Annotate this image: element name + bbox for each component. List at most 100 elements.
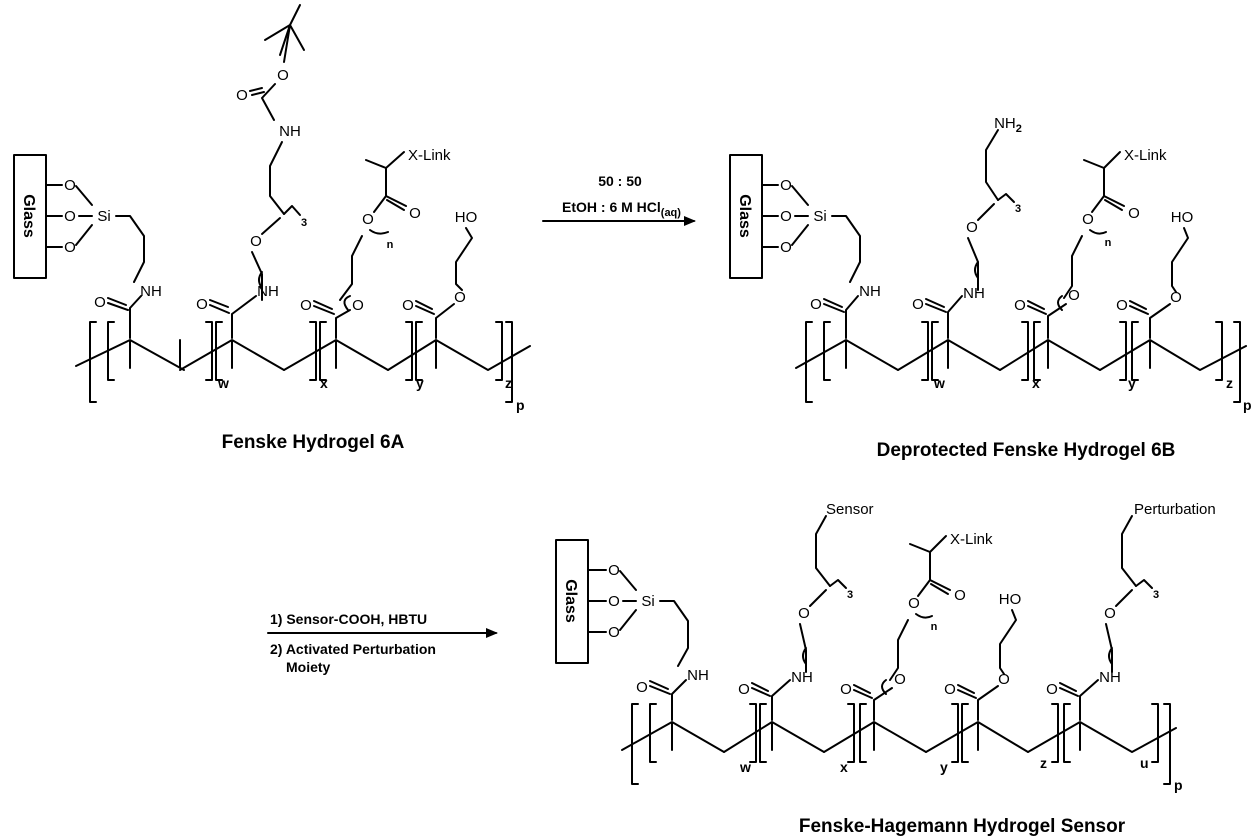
index-w: w (739, 759, 751, 775)
si-oxygen-2: O (780, 208, 792, 225)
bracket-z-right (495, 321, 503, 381)
outer-bracket-left (805, 321, 813, 403)
repeat-paren-n (915, 613, 933, 619)
aminoethyl-chain (985, 129, 999, 201)
glass-label: Glass (562, 579, 579, 623)
ethoxy-chain-upper (269, 141, 285, 215)
index-z: z (505, 375, 512, 391)
amide-2-carbonyl (209, 295, 257, 339)
xlink-branch (365, 151, 405, 197)
silicon-atom: Si (97, 208, 110, 225)
solvent-aq-subscript: (aq) (661, 207, 682, 219)
backbone-segment-y (283, 339, 389, 371)
amide-1-oxygen: O (94, 294, 106, 311)
siloxane-bonds (587, 569, 637, 633)
peg-ester-carbonyl (313, 300, 351, 339)
propyl-linker (659, 600, 689, 667)
glass-label: Glass (20, 194, 37, 238)
bracket-x-left (931, 321, 939, 381)
index-y: y (416, 375, 424, 391)
xlink-ester-oxygen: O (1082, 211, 1094, 228)
peg-carbonyl-oxygen: O (300, 297, 312, 314)
bracket-w-left (107, 321, 115, 381)
si-oxygen-1: O (608, 562, 620, 579)
bracket-u-left (1063, 703, 1071, 763)
peg-chain (339, 235, 363, 301)
hema-ester-oxygen: O (998, 671, 1010, 688)
si-oxygen-3: O (780, 239, 792, 256)
amide-2-oxygen: O (912, 296, 924, 313)
repeat-paren-ether (974, 261, 979, 279)
si-oxygen-1: O (780, 177, 792, 194)
amide-3-oxygen: O (1046, 681, 1058, 698)
bracket-z-left (1131, 321, 1139, 381)
bracket-z-left (415, 321, 423, 381)
hema-ester-carbonyl (957, 684, 999, 721)
amide-1-oxygen: O (636, 679, 648, 696)
sensor-chain (815, 515, 831, 587)
molecule-hydrogel-sensor: Glass O O O Si NH O Sensor 3 O NH O X-Li… (555, 501, 1216, 837)
bracket-z-right (1051, 703, 1059, 763)
repeat-paren-sensor (802, 647, 807, 665)
hydroxyethyl-chain (999, 609, 1017, 675)
perturbation-chain (1121, 515, 1137, 587)
title-hydrogel-6a: Fenske Hydrogel 6A (222, 432, 405, 453)
index-y: y (940, 759, 948, 775)
outer-bracket-left (89, 321, 97, 403)
repeat-index-n: n (387, 239, 394, 251)
amide-3-carbonyl (1059, 679, 1099, 721)
tbu-o-bond (283, 24, 291, 63)
backbone-segment-z (925, 721, 1029, 753)
bracket-y-left (859, 703, 867, 763)
xlink-carbonyl-oxygen: O (1128, 205, 1140, 222)
reaction-2-step-2-cont: Moiety (286, 659, 331, 675)
repeat-paren-perturbation (1108, 647, 1113, 665)
peg-ester-oxygen: O (352, 297, 364, 314)
bracket-w-right (749, 703, 757, 763)
amine-nh: NH (994, 115, 1016, 132)
title-hydrogel-6b: Deprotected Fenske Hydrogel 6B (877, 440, 1176, 461)
repeat-paren-peg (343, 295, 351, 311)
bracket-z-left (961, 703, 969, 763)
index-z: z (1226, 375, 1233, 391)
silicon-atom: Si (641, 593, 654, 610)
reaction-2-step-2: 2) Activated Perturbation (270, 641, 436, 657)
boc-carbonyl-oxygen: O (236, 87, 248, 104)
amide-2-oxygen: O (196, 296, 208, 313)
bracket-w-right (205, 321, 213, 381)
hydroxyl-ho: HO (999, 591, 1022, 608)
index-p: p (1243, 397, 1252, 413)
amide-1-carbonyl (107, 295, 142, 339)
bracket-y-right (951, 703, 959, 763)
peg-chain (889, 619, 909, 681)
xlink-ester-carbonyl (1091, 195, 1125, 213)
repeat-index-3: 3 (1015, 203, 1021, 215)
hydroxyethyl-chain (455, 227, 473, 291)
hema-ester-oxygen: O (454, 289, 466, 306)
siloxane-bonds (45, 184, 93, 248)
amide-nh-1: NH (140, 283, 162, 300)
peg-ester-oxygen: O (894, 671, 906, 688)
backbone-segment-x (897, 339, 1001, 371)
propyl-linker (115, 215, 145, 283)
hema-ester-carbonyl (1129, 300, 1171, 339)
hydroxyl-ho: HO (1171, 209, 1194, 226)
xlink-ester-carbonyl (917, 579, 951, 597)
ether-oxygen: O (250, 233, 262, 250)
amine-nh2: NH2 (994, 115, 1022, 135)
hydroxyethyl-chain (1171, 227, 1189, 293)
amide-nh-1: NH (859, 283, 881, 300)
index-y: y (1128, 375, 1136, 391)
index-z: z (1040, 755, 1047, 771)
bracket-u-right (1151, 703, 1159, 763)
index-w: w (217, 375, 229, 391)
outer-bracket-left (631, 703, 639, 785)
molecule-hydrogel-6a: Glass O O O Si NH O O O NH 3 O NH O X-Li… (13, 4, 531, 453)
solvent-ratio: 50 : 50 (598, 173, 642, 189)
glass-label: Glass (736, 194, 753, 238)
backbone-segment-w (621, 721, 725, 753)
ether-oxygen-sensor: O (798, 605, 810, 622)
amide-2-carbonyl (925, 295, 963, 339)
index-x: x (1032, 375, 1040, 391)
bracket-x-left (759, 703, 767, 763)
